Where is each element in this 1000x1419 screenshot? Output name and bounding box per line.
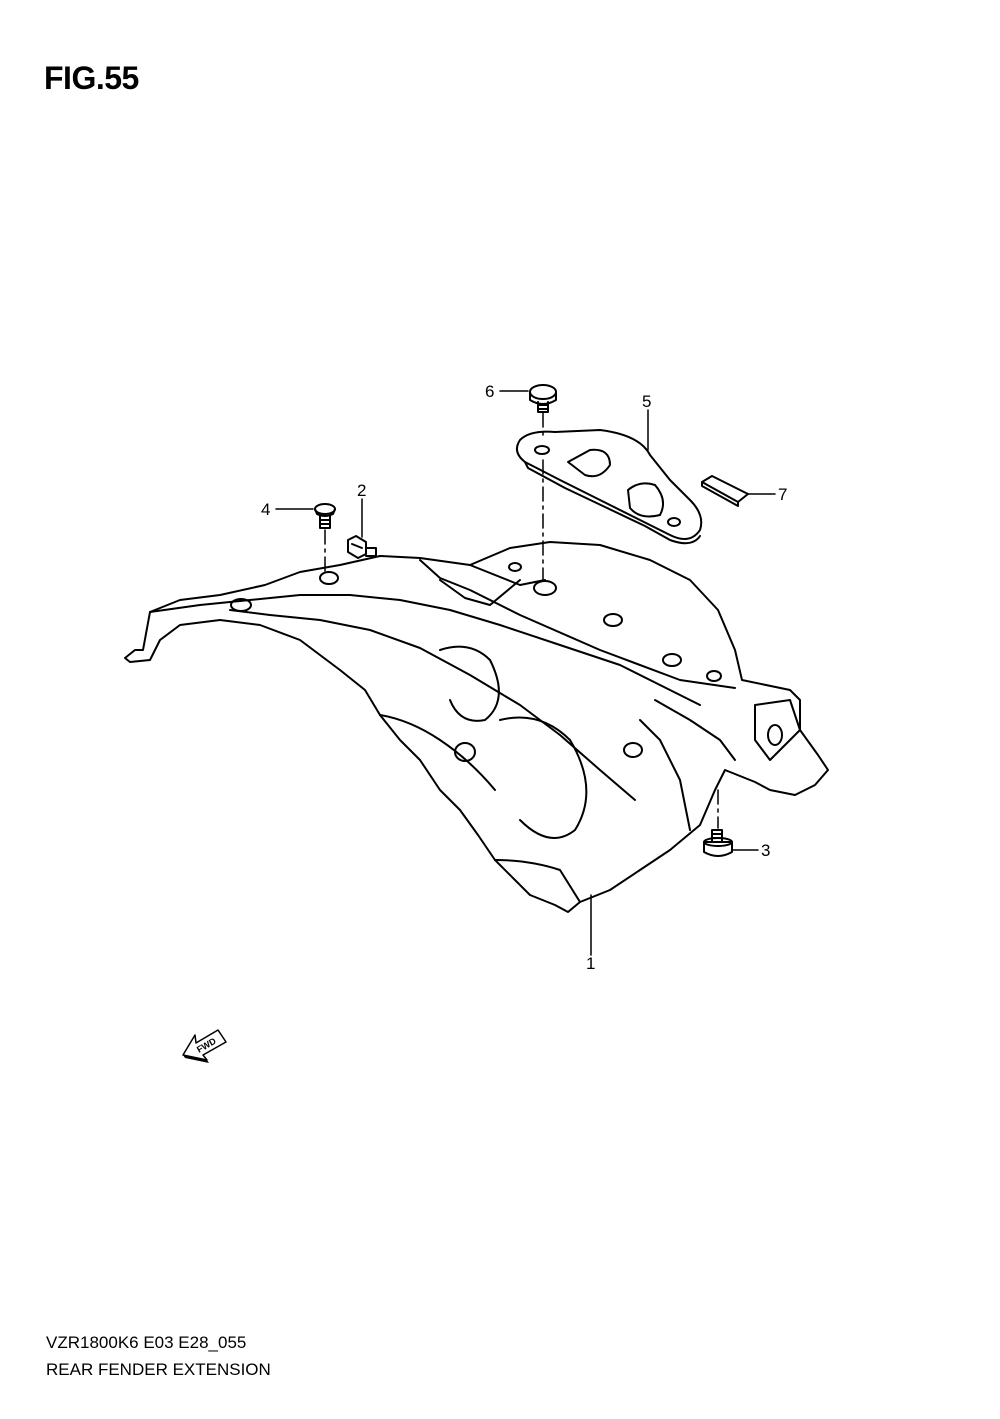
callout-4: 4 [261, 500, 270, 519]
bolt-6-part [529, 384, 557, 413]
bolt-3-part [703, 829, 733, 857]
pad-part [701, 475, 749, 507]
figure-title: FIG.55 [44, 60, 139, 96]
callout-6: 6 [485, 382, 494, 401]
callout-7: 7 [778, 485, 787, 504]
figure-code: VZR1800K6 E03 E28_055 [46, 1333, 247, 1352]
callout-2: 2 [357, 481, 366, 500]
rear-fender-extension-part [124, 541, 829, 913]
callout-1: 1 [586, 954, 595, 973]
screw-4-part [314, 503, 336, 529]
callout-3: 3 [761, 841, 770, 860]
figure-name: REAR FENDER EXTENSION [46, 1360, 271, 1379]
fwd-arrow-icon: FWD [182, 1029, 227, 1063]
nut-2-part [347, 535, 377, 559]
callout-5: 5 [642, 392, 651, 411]
bracket-plate-part [515, 429, 703, 545]
